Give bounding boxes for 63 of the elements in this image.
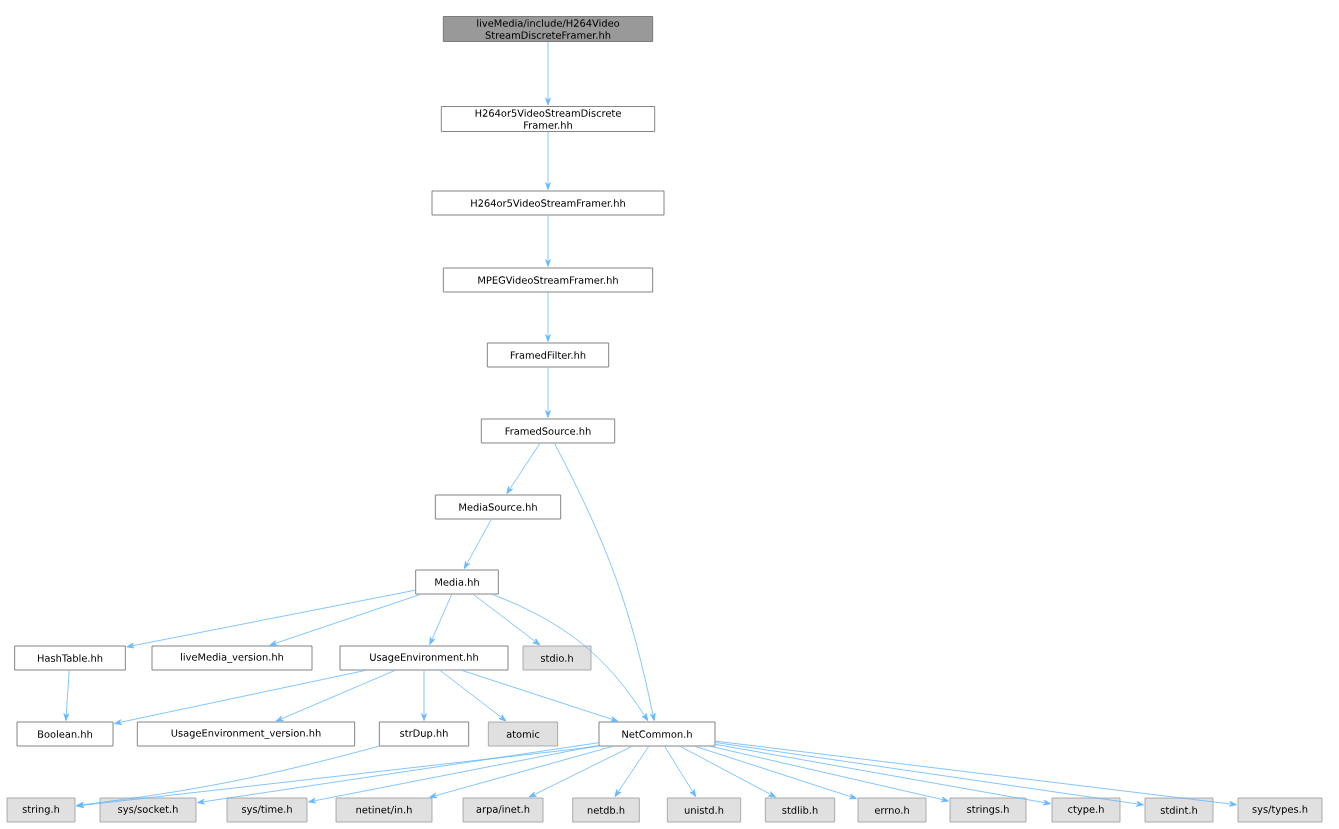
- system-header-box: ctype.h: [1051, 797, 1121, 823]
- arrow: [545, 41, 551, 106]
- file-box: Media.hh: [415, 569, 499, 595]
- file-box: UsageEnvironment_version.hh: [136, 721, 356, 747]
- system-header-box: sys/types.h: [1237, 797, 1323, 823]
- system-header-box: sys/time.h: [226, 797, 308, 823]
- system-header-box: strings.h: [949, 797, 1027, 823]
- arrow: [76, 745, 380, 808]
- system-header-box: atomic: [487, 721, 559, 747]
- arrow: [269, 594, 421, 646]
- arrow: [421, 670, 427, 721]
- system-header-box: netdb.h: [572, 797, 640, 823]
- file-box: strDup.hh: [378, 721, 470, 747]
- system-header-box: stdint.h: [1144, 797, 1214, 823]
- arrow: [715, 740, 1237, 807]
- file-box: FramedFilter.hh: [486, 342, 610, 368]
- arrow: [614, 746, 650, 797]
- arrow: [545, 292, 551, 342]
- arrow: [63, 670, 70, 721]
- system-header-box: errno.h: [857, 797, 927, 823]
- system-header-box: stdlib.h: [764, 797, 836, 823]
- arrow: [545, 131, 551, 190]
- file-box: HashTable.hh: [14, 645, 126, 671]
- arrow: [545, 215, 551, 267]
- file-box: UsageEnvironment.hh: [339, 645, 509, 671]
- arrow: [528, 746, 633, 798]
- arrow: [715, 742, 1144, 807]
- arrow: [308, 744, 599, 804]
- arrow: [554, 443, 656, 721]
- arrow: [694, 746, 857, 800]
- arrow: [472, 594, 541, 646]
- file-box: liveMedia_version.hh: [151, 645, 313, 671]
- arrow: [275, 670, 396, 722]
- arrow: [463, 519, 492, 569]
- system-header-box: sys/socket.h: [99, 797, 197, 823]
- arrow: [664, 746, 697, 797]
- file-box: H264or5VideoStreamFramer.hh: [431, 190, 665, 216]
- arrow: [114, 670, 366, 725]
- arrow: [76, 746, 599, 809]
- file-box: FramedSource.hh: [480, 418, 616, 444]
- arrow: [429, 746, 613, 799]
- arrow: [461, 670, 619, 722]
- arrow: [197, 742, 599, 805]
- file-box: H264or5VideoStreamDiscrete Framer.hh: [440, 106, 656, 132]
- arrow: [715, 743, 1051, 806]
- file-box: MediaSource.hh: [434, 494, 562, 520]
- file-box: MPEGVideoStreamFramer.hh: [442, 267, 654, 293]
- arrow: [679, 746, 777, 798]
- arrow: [492, 594, 649, 721]
- arrow: [439, 670, 507, 722]
- system-header-box: netinet/in.h: [335, 797, 433, 823]
- system-header-box: stdio.h: [522, 645, 592, 671]
- system-header-box: arpa/inet.h: [462, 797, 544, 823]
- arrow: [126, 589, 416, 649]
- file-box: NetCommon.h: [598, 721, 716, 747]
- system-header-box: unistd.h: [666, 797, 742, 823]
- system-header-box: string.h: [6, 797, 76, 823]
- arrow: [710, 746, 949, 803]
- arrow: [506, 443, 541, 494]
- header-box: liveMedia/include/H264Video StreamDiscreteFramer.hh: [442, 16, 654, 42]
- arrow: [545, 367, 551, 418]
- file-box: Boolean.hh: [16, 721, 114, 747]
- arrow: [429, 594, 452, 645]
